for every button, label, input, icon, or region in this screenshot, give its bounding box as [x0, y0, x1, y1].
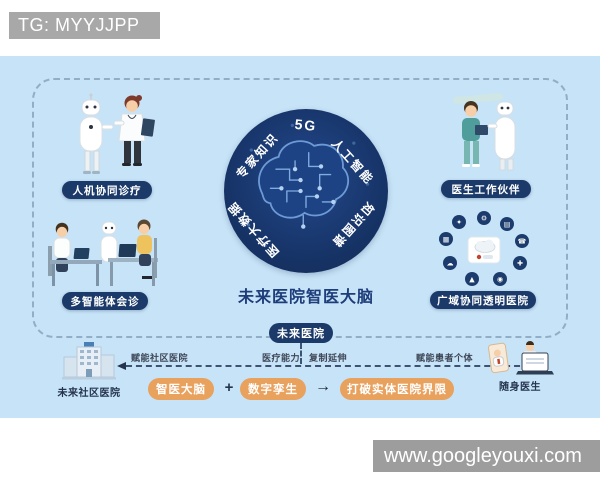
target-icon: ◉: [493, 272, 507, 286]
svg-text:✦: ✦: [456, 219, 462, 227]
label-wide-area-transparent-hospital: 广域协同透明医院: [430, 291, 536, 309]
label-digital-twin: 数字孪生: [240, 378, 306, 400]
label-break-hospital-boundaries: 打破实体医院界限: [340, 378, 454, 400]
svg-text:▤: ▤: [504, 221, 511, 229]
doctor-figure: [48, 222, 71, 276]
community-hospital-building-icon: [62, 342, 116, 380]
label-human-machine-codiagnosis: 人机协同诊疗: [62, 181, 152, 199]
arrow-operator-icon: →: [315, 378, 331, 395]
pocket-doctor-icon: [488, 341, 554, 375]
doctor-figure: [462, 101, 488, 167]
smart-brain-circle: 5G 专家知识 人工智能 医疗大数据 知识图谱: [224, 109, 388, 273]
svg-text:☎: ☎: [518, 238, 527, 246]
label-medical-capability: 医疗能力: [262, 353, 301, 363]
flow-dashed-line: [126, 365, 530, 367]
watermark-website: www.googleyouxi.com: [373, 440, 600, 472]
badge-connector-line: [300, 343, 302, 364]
watermark-telegram: TG: MYYJJPP: [9, 12, 160, 39]
human-machine-illustration: [79, 93, 155, 174]
circuit-brain-icon: [246, 123, 370, 248]
work-partner-illustration: [453, 93, 516, 171]
chart-icon: ▦: [439, 232, 453, 246]
label-future-community-hospital: 未来社区医院: [57, 388, 121, 399]
phone-icon: ☎: [515, 234, 529, 248]
label-empower-community-hospital: 赋能社区医院: [131, 353, 189, 363]
robot-figure: [487, 101, 516, 171]
robot-figure: [79, 93, 114, 174]
cloud-icon: ☁: [443, 256, 457, 270]
transparent-hospital-illustration: ⚙ ▤ ☎ ✚ ◉ ▲ ☁ ▦ ✦: [439, 211, 529, 286]
diagram-title: 未来医院智医大脑: [237, 289, 374, 306]
doctor-figure: [113, 95, 155, 166]
medical-cross-icon: ✚: [513, 256, 527, 270]
monitor-icon: ▤: [500, 217, 514, 231]
svg-text:◉: ◉: [497, 276, 503, 284]
consultation-illustration: [48, 219, 158, 286]
robot-figure: [100, 221, 118, 263]
svg-text:☁: ☁: [447, 260, 454, 268]
label-doctor-work-partner: 医生工作伙伴: [441, 180, 531, 198]
label-pocket-doctor: 随身医生: [499, 382, 541, 393]
label-multi-agent-consultation: 多智能体会诊: [62, 292, 148, 310]
svg-text:▦: ▦: [443, 236, 450, 244]
gear-icon: ⚙: [477, 211, 491, 225]
alert-icon: ▲: [465, 272, 479, 286]
svg-text:⚙: ⚙: [481, 215, 487, 223]
star-icon: ✦: [452, 215, 466, 229]
svg-text:▲: ▲: [469, 276, 475, 284]
label-empower-patients: 赋能患者个体: [416, 353, 474, 363]
svg-text:✚: ✚: [517, 260, 523, 268]
future-hospital-badge: 未来医院: [269, 323, 333, 343]
label-smart-medical-brain: 智医大脑: [148, 378, 214, 400]
plus-operator: +: [224, 379, 234, 396]
arrowhead-left-icon: [117, 362, 126, 370]
patient-figure: [137, 219, 157, 279]
label-replicate-extend: 复制延伸: [309, 353, 348, 363]
